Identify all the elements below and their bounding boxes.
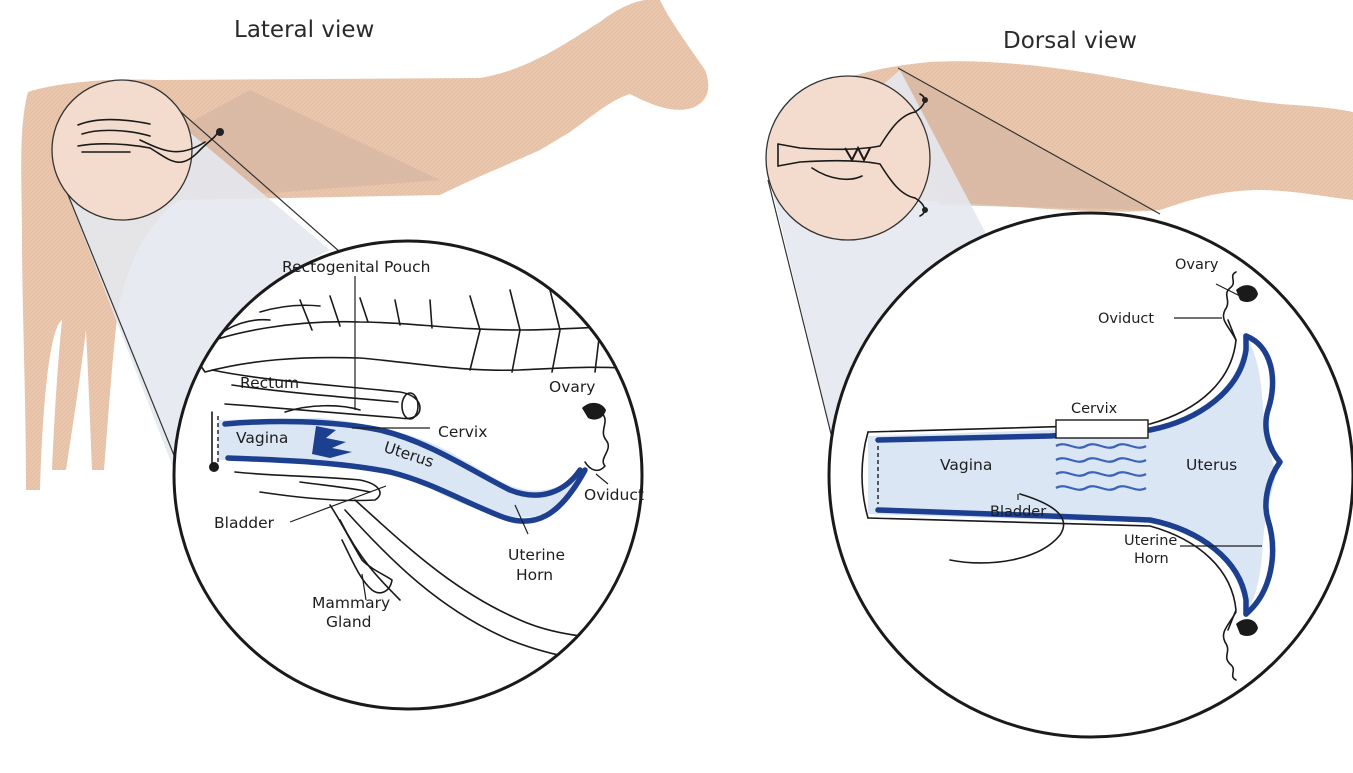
dorsal-view-title: Dorsal view (1003, 28, 1137, 54)
label-rectum: Rectum (240, 374, 299, 392)
label-mammary-1: Mammary (312, 594, 390, 612)
label-oviduct-lateral: Oviduct (584, 486, 644, 504)
label-ovary-lateral: Ovary (549, 378, 595, 396)
label-uterine-horn-2-lateral: Horn (516, 566, 553, 584)
label-cervix-lateral: Cervix (438, 423, 487, 441)
magnified-circle-dorsal (829, 213, 1353, 737)
label-uterine-horn-2-dorsal: Horn (1134, 551, 1169, 567)
label-bladder-dorsal: Bladder (990, 504, 1046, 520)
label-uterus-dorsal: Uterus (1186, 456, 1237, 474)
label-ovary-dorsal: Ovary (1175, 257, 1219, 273)
label-oviduct-dorsal: Oviduct (1098, 311, 1154, 327)
label-cervix-dorsal: Cervix (1071, 401, 1118, 417)
lateral-view-title: Lateral view (234, 17, 374, 43)
label-mammary-2: Gland (326, 613, 371, 631)
label-uterine-horn-1-dorsal: Uterine (1124, 533, 1177, 549)
label-rectogenital-pouch: Rectogenital Pouch (282, 258, 430, 276)
dorsal-view: Dorsal view Ovary Oviduct Cervix Vagina … (766, 28, 1353, 737)
lateral-view: Lateral view Rectogenital Pouch Rectum O… (21, 0, 708, 709)
locator-circle-dorsal (766, 76, 930, 240)
magnified-circle-lateral (174, 241, 660, 709)
label-vagina-dorsal: Vagina (940, 456, 992, 474)
label-uterine-horn-1-lateral: Uterine (508, 546, 565, 564)
label-vagina-lateral: Vagina (236, 429, 288, 447)
label-bladder-lateral: Bladder (214, 514, 275, 532)
